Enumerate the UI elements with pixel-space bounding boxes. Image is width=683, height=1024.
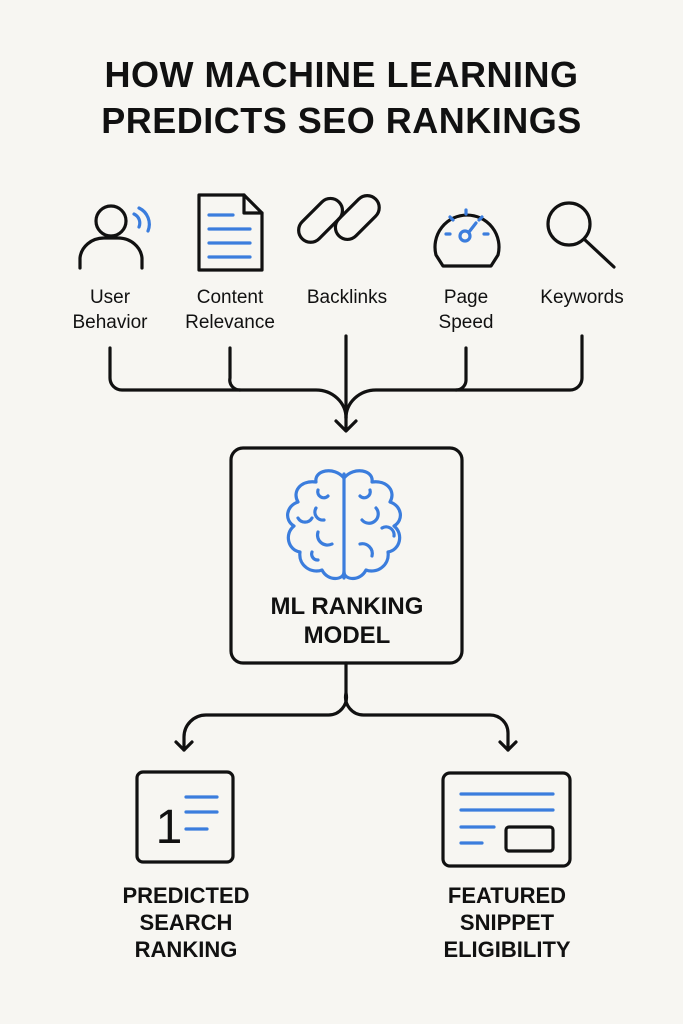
output-label-featured-snippet: FEATURED SNIPPET ELIGIBILITY xyxy=(443,883,571,962)
title-line-1: HOW MACHINE LEARNING xyxy=(104,54,579,95)
title-line-2: PREDICTS SEO RANKINGS xyxy=(101,100,582,141)
input-label-backlinks: Backlinks xyxy=(306,287,388,308)
magnifier-icon xyxy=(546,201,616,269)
document-icon xyxy=(197,193,264,272)
ranked-list-icon xyxy=(135,770,235,864)
input-label-keywords: Keywords xyxy=(540,287,624,308)
input-label-page-speed: Page Speed xyxy=(438,287,494,333)
snippet-card-icon xyxy=(441,771,572,868)
output-connectors xyxy=(174,661,518,752)
speedometer-icon xyxy=(433,208,501,268)
model-label: ML RANKING MODEL xyxy=(270,593,424,649)
diagram-title: HOW MACHINE LEARNING PREDICTS SEO RANKIN… xyxy=(0,52,683,144)
ranked-list-digit: 1 xyxy=(156,801,183,854)
user-signal-icon xyxy=(78,204,151,270)
output-label-predicted-ranking: PREDICTED SEARCH RANKING xyxy=(122,883,250,962)
input-label-user-behavior: User Behavior xyxy=(72,287,148,333)
brain-icon xyxy=(286,469,402,581)
input-label-content-relevance: Content Relevance xyxy=(185,287,275,333)
input-connectors xyxy=(108,334,584,433)
link-icon xyxy=(297,194,381,244)
